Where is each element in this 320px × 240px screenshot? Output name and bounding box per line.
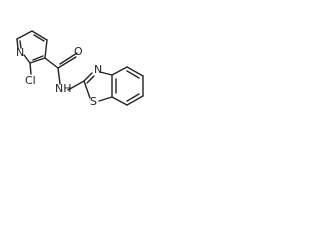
atom-label-pyridine-n: N	[16, 46, 24, 59]
bond-c2-n3-double	[86, 75, 95, 84]
bond-carbonyl-c-o	[57, 56, 77, 69]
bond-c5-c6	[16, 30, 33, 40]
double-bond-inner-2	[33, 34, 45, 42]
bond-c2-cl	[29, 62, 32, 75]
bond-c6-c7	[126, 95, 144, 106]
atom-label-amide-nh: NH	[55, 82, 72, 95]
bond-c7a-s1	[98, 96, 113, 102]
bond-c3a-c4	[111, 66, 128, 76]
atom-label-thiazole-s: S	[90, 95, 97, 108]
bond-carbonyl-c-nh	[57, 67, 61, 85]
atom-label-chlorine: Cl	[25, 74, 36, 87]
bond-c6-n1	[16, 38, 19, 50]
bond-c7-c7a	[111, 96, 128, 106]
bond-c3-carbonyl-c	[44, 57, 59, 69]
bond-c4-c5	[31, 30, 48, 41]
bond-n1-c2	[23, 54, 31, 64]
bond-carbonyl-c-o-double	[59, 52, 78, 65]
bond-nh-c2-thiazole	[67, 80, 85, 91]
atom-label-thiazole-n: N	[94, 63, 102, 76]
pyridine-ring	[16, 30, 48, 64]
thiazole-ring	[83, 71, 113, 102]
bond-c2-n3	[83, 72, 93, 82]
atom-label-carbonyl-o: O	[74, 45, 83, 58]
bond-c4-c5	[126, 66, 144, 77]
bond-c3-c4	[44, 39, 48, 59]
bond-c2-c3	[29, 57, 46, 64]
benzene-inner-double-2	[126, 93, 140, 102]
double-bond-inner-3	[19, 40, 22, 49]
chemical-structure: N Cl O NH N S	[16, 30, 144, 108]
double-bond-inner-1	[32, 55, 44, 61]
benzene-ring	[111, 66, 144, 106]
bond-n3-c3a	[99, 71, 113, 76]
bond-s1-c2	[83, 80, 91, 99]
benzene-inner-double-1	[126, 70, 140, 79]
